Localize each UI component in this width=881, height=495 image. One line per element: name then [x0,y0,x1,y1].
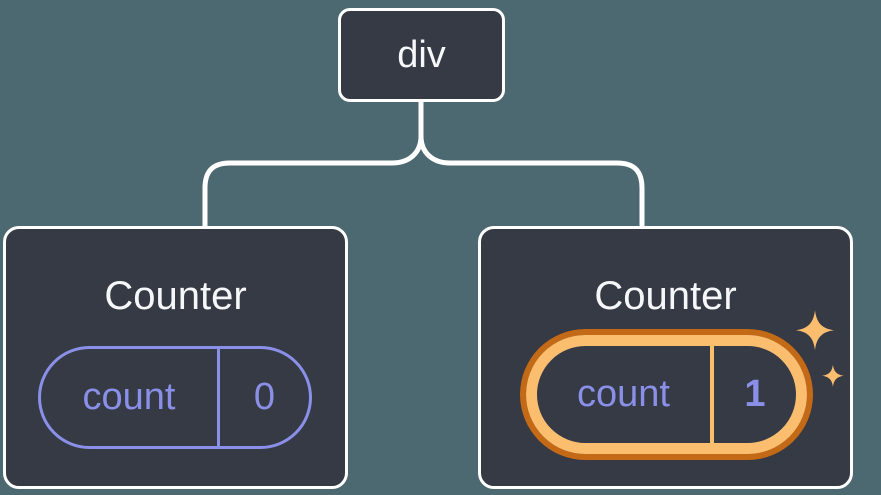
state-key-label: count [577,373,670,415]
root-node-div: div [338,8,505,102]
component-title: Counter [104,274,247,318]
sparkle-large [796,310,834,351]
connector-right-branch [418,133,645,230]
state-key-cell: count [537,346,714,443]
sparkles-icon [796,310,844,387]
connector-stem-left-branch [202,98,424,230]
counter-node-left: Counter count 0 [3,226,348,489]
state-value-cell: 1 [714,346,796,443]
state-key-label: count [82,376,176,418]
sparkle-small [821,364,844,387]
state-pill-highlighted: count 1 [526,335,807,454]
state-value-cell: 0 [220,349,309,446]
root-node-label: div [397,33,446,76]
state-value: 0 [253,376,276,418]
counter-node-right: Counter count 1 [478,226,853,489]
state-value: 1 [744,373,766,415]
state-key-cell: count [41,349,220,446]
state-pill: count 0 [38,346,312,449]
component-title: Counter [594,274,737,318]
